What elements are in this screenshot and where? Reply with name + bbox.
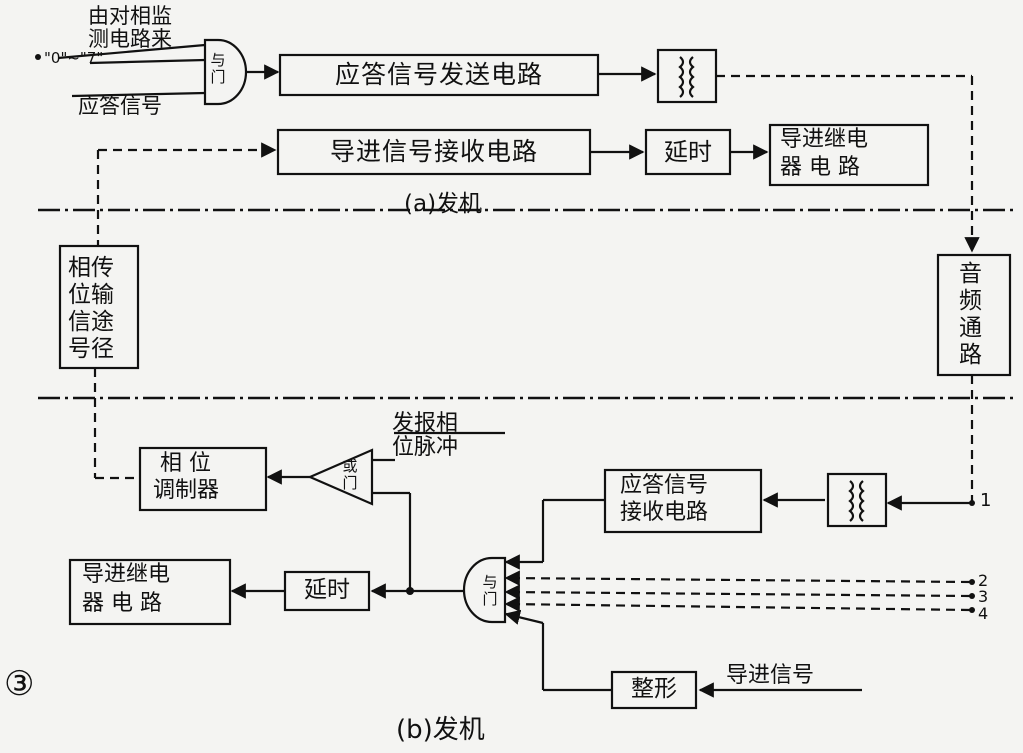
label-shaping: 整形 <box>631 676 677 703</box>
label-circle-3: ③ <box>4 664 35 704</box>
transformer-bottom-coil-left <box>848 480 855 522</box>
label-guide-relay-top-2: 器 电 路 <box>780 155 860 180</box>
label-and-gate-bottom: 与门 <box>482 573 498 608</box>
label-from-monitor-2: 测电路来 <box>88 27 172 51</box>
guide-relay-bottom-box <box>68 558 232 626</box>
label-and-gate-top: 与门 <box>210 51 226 86</box>
transformer-bottom-coil-right <box>858 480 865 522</box>
label-phase-channel-2: 位输 <box>68 282 114 308</box>
label-audio-channel-1: 音 <box>959 261 982 287</box>
label-section-a: (a)发机 <box>404 191 483 217</box>
label-terminal-4: 4 <box>978 604 989 623</box>
dashed-input-4 <box>504 596 971 612</box>
input-terminal-dot <box>35 54 41 60</box>
audio-channel-box <box>936 253 1012 377</box>
label-phase-channel-3: 信途 <box>68 309 114 335</box>
label-guide-signal: 导进信号 <box>726 663 815 688</box>
terminal-1-dot <box>969 500 975 506</box>
label-guide-relay-top-1: 导进继电 <box>780 127 869 152</box>
label-guide-relay-bottom-2: 器 电 路 <box>82 591 162 616</box>
guide-relay-top-box <box>768 123 930 187</box>
or-gate <box>307 448 374 506</box>
transformer-top-coil-right <box>688 56 695 98</box>
label-phase-channel-1: 相传 <box>68 255 114 281</box>
label-guide-relay-bottom-1: 导进继电 <box>82 562 171 587</box>
input-line-monitor <box>57 43 206 60</box>
label-send-phase-pulse-2: 位脉冲 <box>392 435 459 460</box>
label-delay-top: 延时 <box>664 137 712 166</box>
label-answer-signal: 应答信号 <box>78 94 162 118</box>
label-from-monitor-1: 由对相监 <box>88 4 172 28</box>
terminal-2-dot <box>969 579 975 585</box>
label-zero-seven: "0"~"7" <box>44 49 104 67</box>
dashed-input-3 <box>504 584 971 600</box>
label-audio-channel-2: 频 <box>959 288 982 314</box>
transformer-bottom <box>826 472 888 528</box>
phase-modulator-box <box>138 446 268 512</box>
label-answer-receive-2: 接收电路 <box>620 500 709 525</box>
dashed-input-2 <box>504 570 971 586</box>
label-terminal-3: 3 <box>978 587 989 606</box>
label-audio-channel-4: 路 <box>959 342 982 368</box>
transformer-top <box>656 48 718 104</box>
label-send-phase-pulse-1: 发报相 <box>392 411 459 436</box>
terminal-3-dot <box>969 593 975 599</box>
label-audio-channel-3: 通 <box>959 315 982 341</box>
input-line-answer <box>71 91 206 98</box>
transformer-top-coil-left <box>678 56 685 98</box>
label-terminal-1: 1 <box>980 490 992 511</box>
label-answer-send-circuit: 应答信号发送电路 <box>334 60 543 90</box>
label-or-gate: 或门 <box>342 457 358 492</box>
label-terminal-2: 2 <box>978 571 989 590</box>
label-phase-modulator-1: 相 位 <box>160 451 211 476</box>
and-gate-top <box>203 38 248 106</box>
label-phase-modulator-2: 调制器 <box>153 478 220 503</box>
terminal-4-dot <box>969 607 975 613</box>
label-delay-bottom: 延时 <box>304 577 350 604</box>
label-answer-receive-1: 应答信号 <box>620 473 709 498</box>
and-gate-bottom <box>462 556 507 624</box>
junction-dot <box>406 587 414 595</box>
label-guide-receive-circuit: 导进信号接收电路 <box>329 137 538 167</box>
input-line-07 <box>89 58 206 65</box>
label-section-b: (b)发机 <box>396 715 485 745</box>
arrow-shaping-to-and <box>504 609 544 625</box>
label-phase-channel-4: 号径 <box>68 336 114 362</box>
